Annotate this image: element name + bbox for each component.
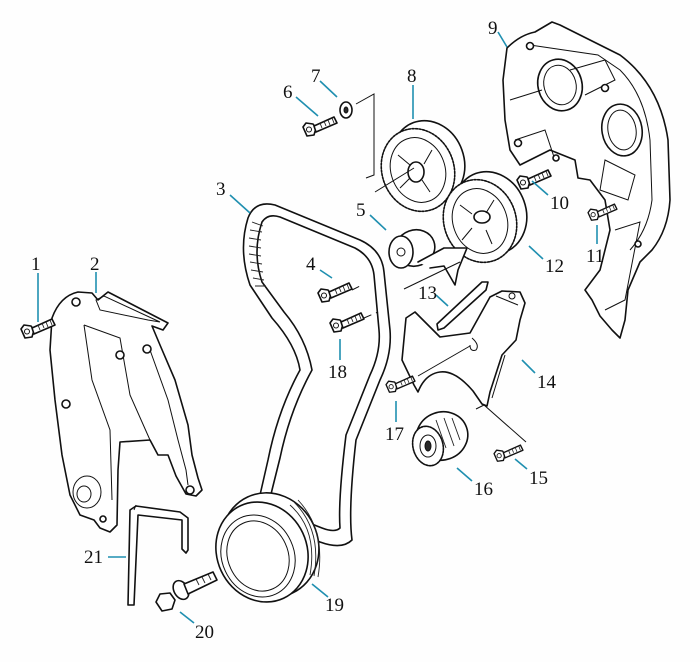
- bolt-15: [493, 444, 524, 462]
- crankshaft-pulley: [215, 492, 321, 603]
- callout-15: 15: [529, 468, 548, 489]
- callout-19: 19: [325, 595, 344, 616]
- callout-2: 2: [90, 254, 100, 275]
- camshaft-sprocket-12: [442, 170, 528, 264]
- callout-4: 4: [306, 254, 316, 275]
- bracket-13: [436, 281, 489, 331]
- callout-1: 1: [31, 254, 41, 275]
- idler-pulley: [411, 410, 469, 467]
- callout-9: 9: [488, 18, 498, 39]
- callout-labels: 1 2 3 4 5 6 7 8 9 10 11 12 13 14 15 16 1…: [31, 18, 604, 643]
- callout-16: 16: [474, 479, 493, 500]
- lower-timing-cover: [49, 291, 203, 533]
- bolt-10: [516, 169, 552, 190]
- crank-bolt: [155, 571, 218, 612]
- callout-13: 13: [418, 283, 437, 304]
- callout-14: 14: [537, 372, 557, 393]
- callout-7: 7: [311, 66, 321, 87]
- callout-20: 20: [195, 622, 214, 643]
- guide-bracket: [127, 504, 189, 606]
- callout-6: 6: [283, 82, 293, 103]
- callout-21: 21: [84, 547, 103, 568]
- callout-8: 8: [407, 66, 417, 87]
- upper-rear-cover: [502, 21, 671, 339]
- camshaft-sprocket-8: [374, 119, 466, 213]
- callout-12: 12: [545, 256, 564, 277]
- callout-5: 5: [356, 200, 366, 221]
- bolt-17: [385, 375, 416, 393]
- callout-10: 10: [550, 193, 569, 214]
- washer-7: [339, 101, 353, 119]
- callout-3: 3: [216, 179, 226, 200]
- leader-lines: [37, 31, 598, 624]
- inner-cover-14: [401, 290, 526, 407]
- callout-18: 18: [328, 362, 347, 383]
- callout-11: 11: [586, 246, 604, 267]
- bolt-6: [302, 116, 338, 137]
- callout-17: 17: [385, 424, 404, 445]
- tensioner-pulley: [388, 228, 468, 286]
